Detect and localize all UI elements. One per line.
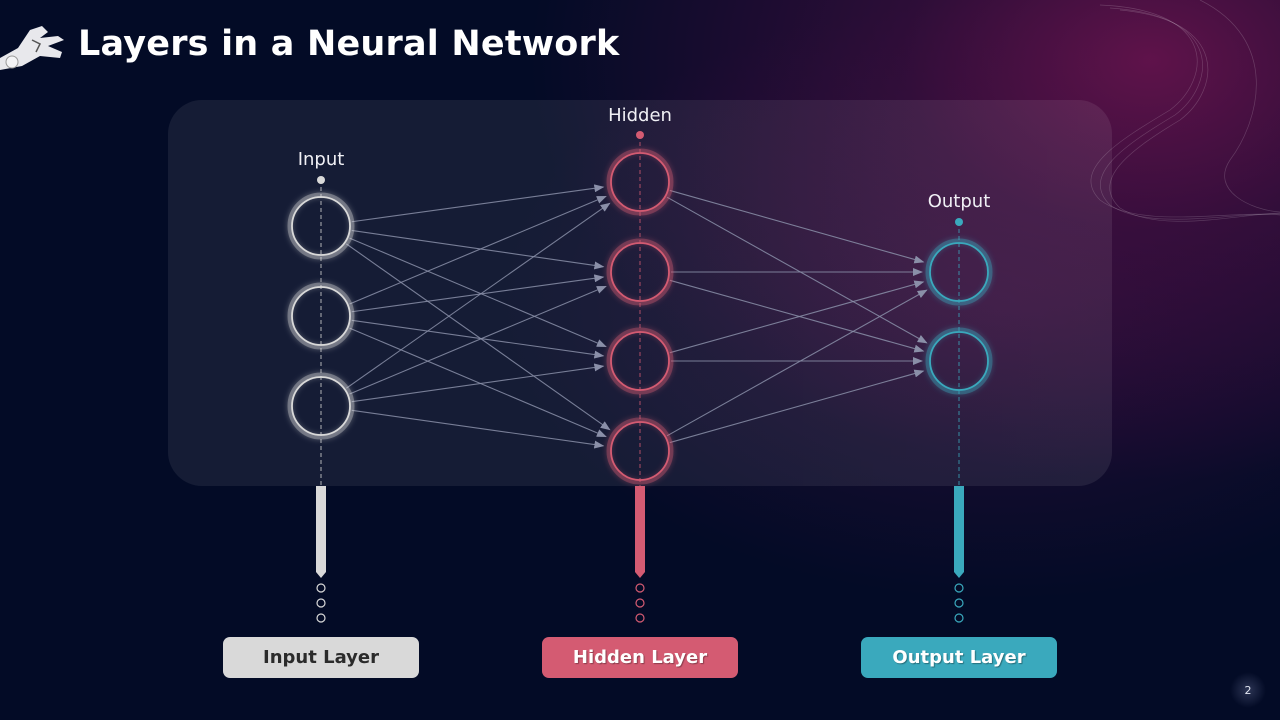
hidden-node-3 (610, 331, 670, 391)
slide-title: Layers in a Neural Network (78, 24, 620, 64)
output-stem-bar (954, 486, 964, 578)
output-node-glow (925, 327, 993, 395)
input-node-1 (291, 196, 351, 256)
hidden-node-glow (606, 238, 674, 306)
title-row: Layers in a Neural Network (0, 18, 619, 70)
connection-input-2-hidden-2 (351, 274, 605, 313)
input-node-glow (287, 192, 355, 260)
connection-input-1-hidden-1 (351, 184, 605, 223)
input-node-glow (287, 372, 355, 440)
connection-hidden-4-output-1 (666, 289, 928, 437)
page-number: 2 (1230, 672, 1266, 708)
output-top-dot (955, 218, 963, 226)
output-ellipsis-dot-2 (954, 598, 964, 608)
connection-input-2-hidden-4 (349, 327, 607, 438)
input-layer-label: Input (297, 149, 345, 170)
input-node-glow (287, 282, 355, 350)
connection-hidden-1-output-1 (669, 189, 925, 264)
hidden-ellipsis-dot-2 (635, 598, 645, 608)
connection-input-1-hidden-3 (349, 237, 607, 348)
output-ellipsis-dot-3 (954, 613, 964, 623)
connection-input-2-hidden-3 (351, 319, 605, 359)
connection-hidden-4-output-2 (669, 369, 925, 444)
connection-input-3-hidden-4 (351, 409, 605, 449)
hidden-node-2 (610, 242, 670, 302)
connection-input-3-hidden-2 (349, 285, 607, 395)
hidden-node-4 (610, 421, 670, 481)
output-node-1 (929, 242, 989, 302)
input-node-2 (291, 286, 351, 346)
input-node-3 (291, 376, 351, 436)
input-ellipsis-dot-1 (316, 583, 326, 593)
hidden-layer-label: Hidden (608, 105, 672, 126)
input-layer (287, 176, 355, 623)
hidden-ellipsis-dot-1 (635, 583, 645, 593)
connection-input-1-hidden-2 (351, 229, 605, 270)
decorative-swirl (1090, 0, 1280, 222)
connection-input-2-hidden-1 (349, 195, 607, 305)
hidden-node-glow (606, 327, 674, 395)
hidden-stem-bar (635, 486, 645, 578)
output-layer-button[interactable]: Output Layer (861, 637, 1057, 678)
connection-input-3-hidden-3 (351, 363, 605, 403)
connection-hidden-1-output-2 (666, 196, 928, 344)
input-layer-button[interactable]: Input Layer (223, 637, 419, 678)
robot-hand-icon (0, 26, 64, 70)
connection-hidden-2-output-2 (669, 279, 925, 353)
hidden-ellipsis-dot-3 (635, 613, 645, 623)
output-layer (925, 218, 993, 623)
connection-input-1-hidden-4 (346, 243, 611, 431)
input-ellipsis-dot-3 (316, 613, 326, 623)
output-node-glow (925, 238, 993, 306)
input-stem-bar (316, 486, 326, 578)
hidden-layer-button[interactable]: Hidden Layer (542, 637, 738, 678)
hidden-node-glow (606, 148, 674, 216)
hidden-layer (606, 131, 674, 623)
output-ellipsis-dot-1 (954, 583, 964, 593)
hidden-node-1 (610, 152, 670, 212)
connection-input-3-hidden-1 (346, 202, 611, 389)
hidden-top-dot (636, 131, 644, 139)
connection-hidden-3-output-1 (669, 280, 925, 354)
input-top-dot (317, 176, 325, 184)
output-layer-label: Output (927, 191, 991, 212)
hidden-node-glow (606, 417, 674, 485)
input-ellipsis-dot-2 (316, 598, 326, 608)
output-node-2 (929, 331, 989, 391)
